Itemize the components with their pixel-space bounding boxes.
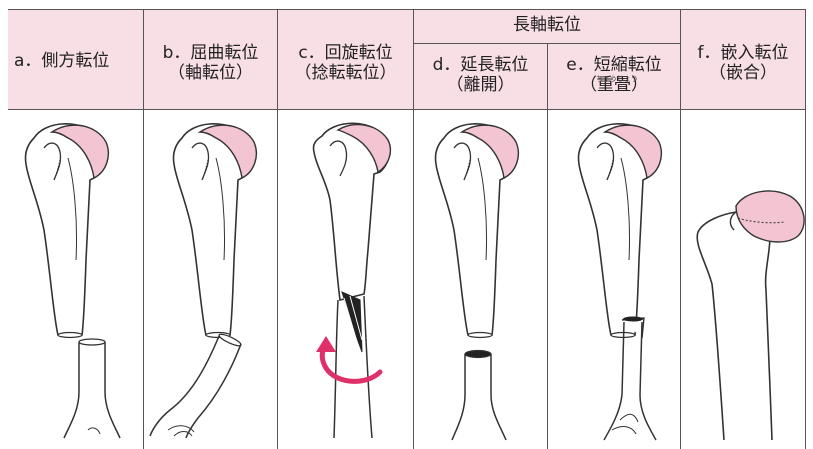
illustration-rotation [313, 123, 390, 438]
illustration-distraction [435, 124, 518, 440]
illustration-lateral [25, 124, 120, 438]
curved-arrow-icon [316, 336, 380, 381]
illustration-impaction [697, 191, 804, 440]
distal-fragment-d [452, 351, 506, 441]
distal-fragment-a [64, 339, 120, 438]
distal-fragment-b [150, 332, 242, 438]
illustration-shortening [578, 124, 661, 440]
illustration-angulation [150, 124, 256, 438]
